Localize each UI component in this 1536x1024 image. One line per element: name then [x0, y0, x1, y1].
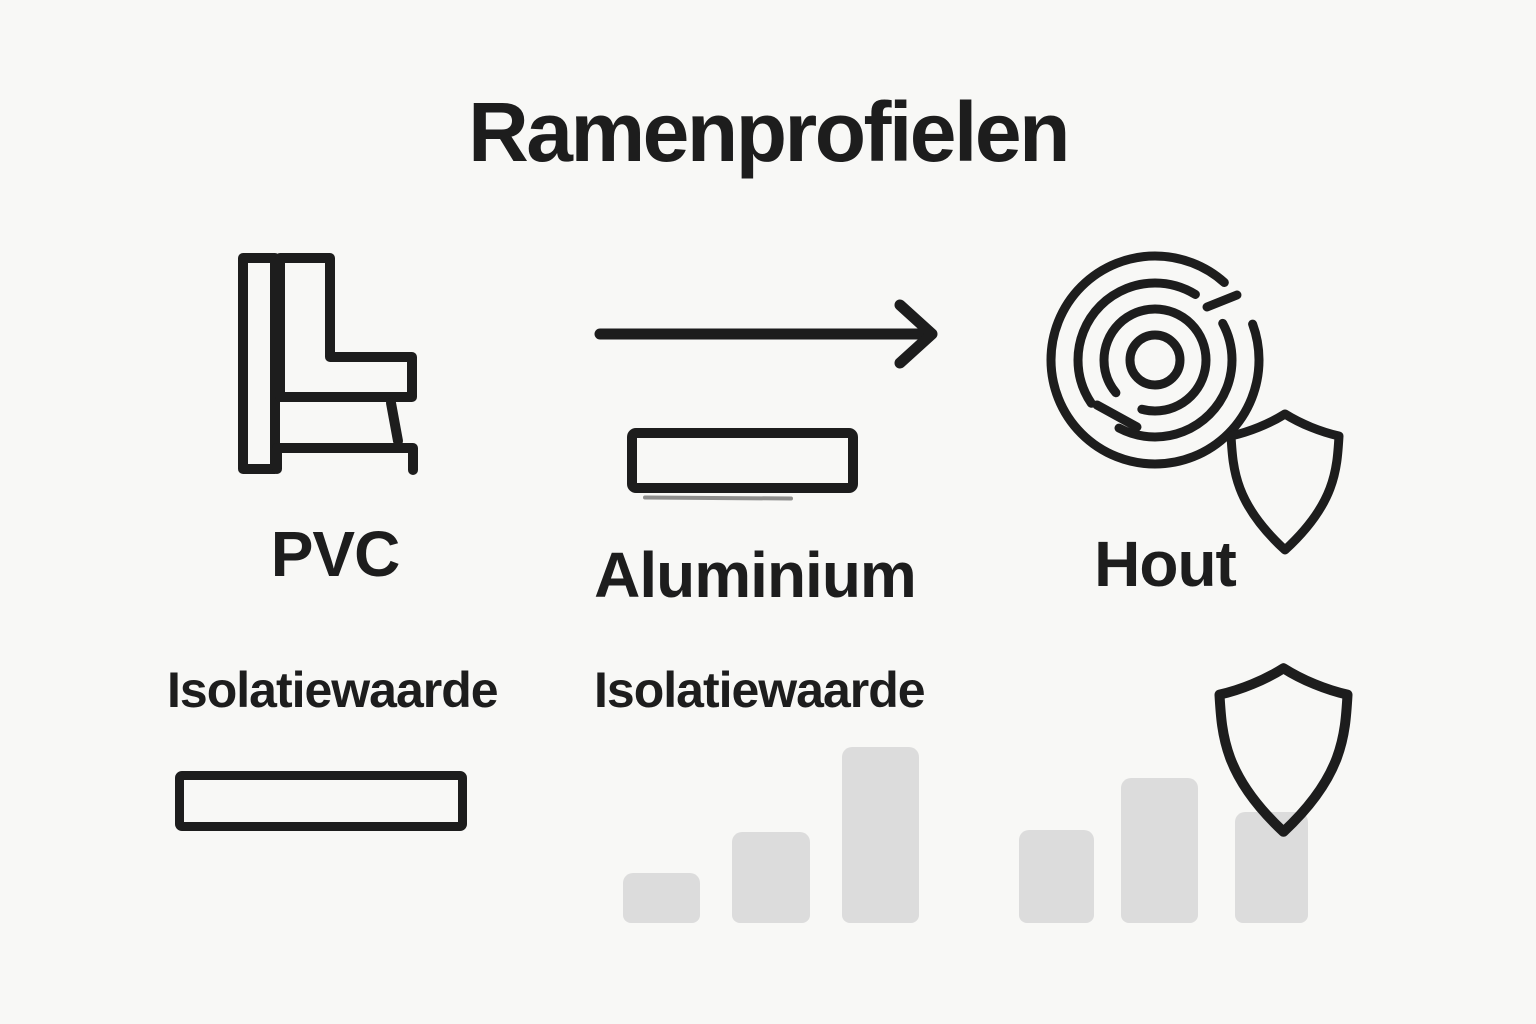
page-title: Ramenprofielen	[468, 85, 1070, 179]
insulation-bar	[732, 832, 810, 923]
shield-icon-small	[1226, 409, 1344, 555]
material-label-hout: Hout	[1094, 528, 1237, 600]
grain-crack-line	[1202, 290, 1242, 312]
grain-crack-line	[1092, 400, 1142, 432]
insulation-label-pvc: Isolatiewaarde	[167, 662, 499, 718]
insulation-bar	[842, 747, 919, 923]
insulation-label-aluminium: Isolatiewaarde	[594, 662, 926, 718]
insulation-bar	[1121, 778, 1198, 923]
material-label-pvc: PVC	[270, 518, 401, 590]
insulation-bar	[623, 873, 700, 923]
insulation-bar	[1019, 830, 1094, 923]
wood-end-grain-rings-icon	[1046, 251, 1264, 469]
arrow-right-icon	[594, 299, 938, 369]
pvc-corner-profile-icon	[238, 253, 418, 475]
insulation-bar	[1235, 812, 1308, 923]
shield-icon-large	[1210, 661, 1357, 839]
material-label-aluminium: Aluminium	[594, 539, 917, 611]
aluminium-profile-bar-icon	[627, 428, 858, 493]
pvc-insulation-bar-outline	[175, 771, 467, 831]
sketch-double-stroke	[642, 495, 794, 501]
